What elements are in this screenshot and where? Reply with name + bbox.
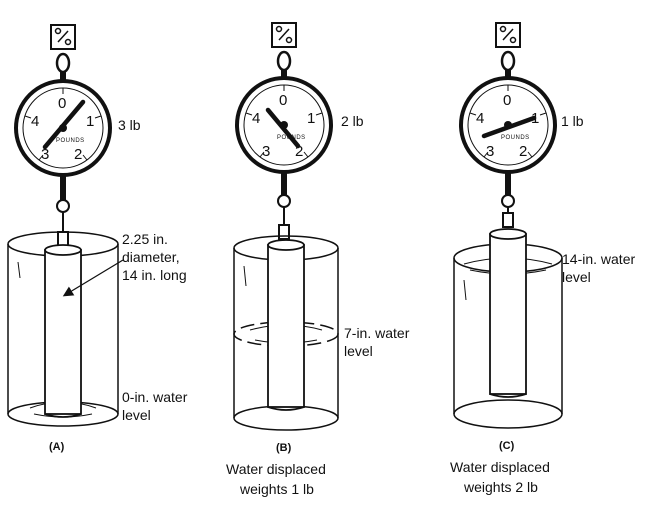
- dial-number-1: 1: [307, 110, 315, 127]
- dial-number-1: 1: [86, 113, 94, 130]
- dial-number-3: 3: [41, 146, 49, 163]
- panel-label-c: (C): [499, 440, 515, 452]
- dial-number-3: 3: [262, 143, 270, 160]
- connector-ring-icon: [277, 194, 291, 208]
- panel-label-a: (A): [49, 441, 65, 453]
- dial-number-0: 0: [503, 92, 511, 109]
- dial-number-2: 2: [295, 143, 303, 160]
- dial-number-4: 4: [476, 110, 484, 127]
- water-level-label-line2: level: [122, 407, 151, 423]
- metal-cylinder: [267, 239, 305, 411]
- panel-a: 0 1 2 3 4 POUNDS 3 lb: [7, 24, 188, 453]
- scale-dial: 0 1 2 3 4 POUNDS: [459, 76, 557, 174]
- dial-number-3: 3: [486, 143, 494, 160]
- scale-dial: 0 1 2 3 4 POUNDS: [14, 79, 112, 177]
- cylinder-dimension-line1: 2.25 in.: [122, 231, 168, 247]
- caption-line1: Water displaced: [226, 461, 326, 477]
- scale-reading: 3 lb: [118, 117, 141, 133]
- dial-number-0: 0: [279, 92, 287, 109]
- cylinder-dimension-line3: 14 in. long: [122, 267, 187, 283]
- metal-cylinder: [44, 244, 82, 418]
- connector-ring-icon: [56, 199, 70, 213]
- water-level-label-line1: 7-in. water: [344, 325, 410, 341]
- caption-line2: weights 2 lb: [463, 479, 538, 495]
- dial-number-2: 2: [74, 146, 82, 163]
- ring-link-icon: [276, 50, 292, 72]
- water-container: [7, 231, 119, 427]
- scale-hook-box-icon: [495, 22, 521, 48]
- dial-unit-label: POUNDS: [501, 135, 530, 141]
- scale-reading: 1 lb: [561, 113, 584, 129]
- dial-number-2: 2: [519, 143, 527, 160]
- panel-c: 0 1 2 3 4 POUNDS 1 lb 14-in. wate: [450, 22, 635, 495]
- metal-cylinder: [489, 228, 527, 398]
- water-level-label-line1: 14-in. water: [562, 251, 635, 267]
- caption-line2: weights 1 lb: [239, 481, 314, 497]
- pointer-arrow: [62, 259, 124, 297]
- clip-icon: [502, 212, 514, 228]
- water-level-label-line2: level: [562, 269, 591, 285]
- water-level-label-line1: 0-in. water: [122, 389, 188, 405]
- ring-link-icon: [55, 52, 71, 74]
- ring-link-icon: [500, 50, 516, 72]
- water-level-label-line2: level: [344, 343, 373, 359]
- dial-number-0: 0: [58, 95, 66, 112]
- connector-ring-icon: [501, 194, 515, 208]
- clip-icon: [57, 231, 69, 247]
- panel-label-b: (B): [276, 442, 292, 454]
- dial-number-4: 4: [252, 110, 260, 127]
- scale-dial: 0 1 2 3 4 POUNDS: [235, 76, 333, 174]
- scale-reading: 2 lb: [341, 113, 364, 129]
- cylinder-dimension-line2: diameter,: [122, 249, 180, 265]
- panel-b: 0 1 2 3 4 POUNDS 2 lb 7-in: [226, 22, 410, 497]
- scale-hook-box-icon: [50, 24, 76, 50]
- dial-number-4: 4: [31, 113, 39, 130]
- clip-icon: [278, 224, 290, 240]
- dial-unit-label: POUNDS: [56, 138, 85, 144]
- scale-hook-box-icon: [271, 22, 297, 48]
- caption-line1: Water displaced: [450, 459, 550, 475]
